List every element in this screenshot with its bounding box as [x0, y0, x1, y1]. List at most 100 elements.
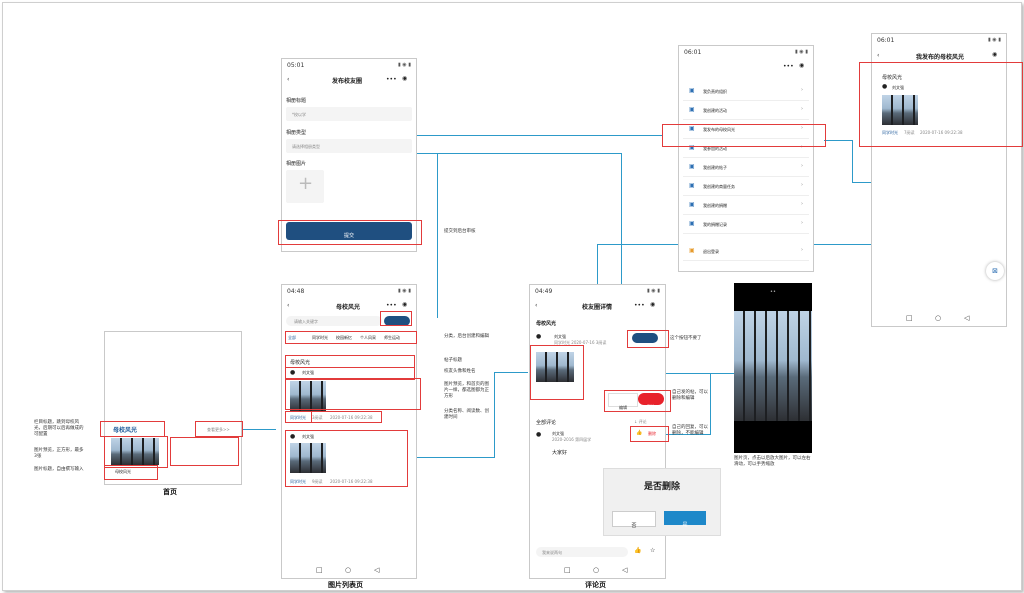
home-section-title[interactable]: 母校风光	[113, 427, 138, 434]
back-icon[interactable]: ‹	[877, 52, 880, 59]
menu-item-label: 我创建的活动	[703, 108, 727, 113]
star-icon[interactable]: ☆	[650, 547, 656, 554]
my-posts-page-mock: 06:01 ▮ ◉ ▮ ‹ 我发布的母校风光 ◉ 母校风光 ● 刘文强 同学时光…	[871, 33, 1007, 327]
category-tab[interactable]: 个人风采	[360, 335, 376, 340]
chevron-right-icon: ›	[801, 247, 803, 253]
status-time: 06:01	[684, 49, 702, 56]
post-author: 刘文强	[302, 370, 314, 375]
highlight-box	[530, 345, 584, 400]
page-title: 母校风光	[336, 304, 361, 311]
menu-item[interactable]: ▣我的捐赠记录›	[683, 217, 809, 234]
highlight-box	[278, 220, 422, 245]
comment-input[interactable]: 我来说两句	[536, 547, 628, 557]
highlight-box	[100, 421, 165, 437]
target-icon[interactable]: ◉	[799, 62, 805, 69]
target-icon[interactable]: ◉	[402, 301, 408, 308]
album-title-input[interactable]: *校以学	[286, 107, 412, 121]
post-date: 2020-07-16 09:22:38	[330, 415, 373, 420]
menu-item[interactable]: ▣我发布的母校风光›	[683, 122, 809, 139]
category-tab[interactable]: 校园新忆	[336, 335, 352, 340]
connector	[852, 182, 872, 183]
status-time: 04:48	[287, 288, 305, 295]
delete-button[interactable]: 删除	[638, 393, 664, 409]
annotation: 栏目标题，跳到母校风光，后期可以后再做成的可配置	[34, 420, 84, 437]
follow-label: 关注	[641, 344, 649, 349]
follow-button[interactable]: 关注	[632, 333, 658, 349]
fullscreen-image[interactable]	[734, 311, 812, 421]
post-date: 2020-07-16 09:22:38	[920, 130, 963, 135]
chevron-right-icon: ›	[801, 182, 803, 188]
dialog-yes-button[interactable]: 是	[664, 511, 706, 528]
menu-item[interactable]: ▣我创建的帖子›	[683, 160, 809, 177]
post-thumbnail[interactable]	[290, 443, 326, 473]
reply-sort[interactable]: ↓ 评论	[634, 419, 647, 424]
edit-button[interactable]: 编辑	[608, 393, 638, 410]
back-icon[interactable]: ‹	[535, 302, 538, 309]
more-icon[interactable]: •••	[386, 302, 397, 309]
submit-button[interactable]: 提交	[286, 222, 412, 240]
float-button[interactable]: ⊠	[986, 262, 1004, 280]
annotation: 图片预览，正方形，最多3张	[34, 448, 84, 459]
target-icon[interactable]: ◉	[402, 75, 408, 82]
post-tag: 同学时光	[882, 130, 898, 135]
category-tab[interactable]: 同学时光	[312, 335, 328, 340]
menu-item-icon: ▣	[689, 125, 695, 132]
target-icon[interactable]: ◉	[992, 51, 998, 58]
category-tab[interactable]: 师生运动	[384, 335, 400, 340]
back-icon[interactable]: ‹	[287, 76, 290, 83]
dialog-title: 是否删除	[644, 482, 681, 492]
category-tab[interactable]: 全部	[288, 335, 296, 340]
menu-item[interactable]: ▣我创建的商量任务›	[683, 179, 809, 196]
annotation: 图片页，点击以后放大图片，可以左右滑动，可以手势缩放	[734, 456, 811, 467]
status-icons: ▮ ◉ ▮	[397, 62, 411, 68]
menu-item-icon: ▣	[689, 220, 695, 227]
post-thumbnail[interactable]	[290, 381, 326, 411]
connector	[437, 153, 438, 318]
menu-item[interactable]: ▣我参加的活动›	[683, 141, 809, 158]
photo-list-page-mock: 04:48 ▮ ◉ ▮ ‹ 母校风光 ••• ◉ 请输入关键字 +发布 全部同学…	[281, 284, 417, 579]
status-time: 05:01	[287, 62, 305, 69]
home-more-link[interactable]: 查看更多>>	[207, 427, 230, 432]
field-label: 相册标题	[286, 98, 307, 104]
album-type-select[interactable]: 请选择相册类型	[286, 139, 412, 153]
more-icon[interactable]: •••	[634, 302, 645, 309]
like-icon[interactable]: 👍	[634, 547, 642, 554]
back-icon[interactable]: ‹	[287, 302, 290, 309]
publish-button[interactable]: +发布	[384, 316, 410, 332]
viewer-dots: ••	[770, 289, 776, 295]
post-title[interactable]: 母校风光	[290, 360, 311, 366]
more-icon[interactable]: •••	[783, 63, 794, 70]
menu-list: ▣我负责的组织› ▣ 我创建的活动 › ▣我发布的母校风光› ▣我参加的活动› ▣我创建的帖…	[679, 84, 813, 271]
highlight-box	[195, 421, 243, 437]
search-input[interactable]: 请输入关键字	[286, 316, 382, 326]
post-thumbnail[interactable]	[882, 95, 918, 125]
menu-item[interactable]: ▣我创建的捐赠›	[683, 198, 809, 215]
target-icon[interactable]: ◉	[650, 301, 656, 308]
page-title: 我发布的母校风光	[916, 54, 965, 61]
chevron-right-icon: ›	[801, 144, 803, 150]
menu-item[interactable]: ▣退出登录›	[683, 244, 809, 261]
comment-delete[interactable]: 删除	[648, 431, 656, 436]
menu-item[interactable]: ▣我创建的活动›	[683, 103, 809, 120]
post-title[interactable]: 母校风光	[882, 75, 903, 81]
image-viewer-mock: ••	[734, 283, 812, 453]
menu-item[interactable]: ▣我负责的组织›	[683, 84, 809, 101]
add-image-button[interactable]: +	[286, 170, 324, 203]
post-image[interactable]	[536, 352, 574, 382]
status-time: 04:49	[535, 288, 553, 295]
input-placeholder: *校以学	[292, 112, 306, 117]
chevron-right-icon: ›	[801, 106, 803, 112]
annotation: 自己发的帖，可以删除和编辑	[672, 390, 708, 401]
plus-icon: +	[298, 173, 314, 194]
more-icon[interactable]: •••	[386, 76, 397, 83]
comment-text: 大家好	[552, 450, 568, 456]
input-placeholder: 请选择相册类型	[292, 144, 320, 149]
field-label: 相册图片	[286, 161, 307, 167]
home-thumbnail[interactable]	[111, 438, 159, 465]
comments-label: 全部评论	[536, 420, 557, 426]
post-meta: 同学时光 2020-07-16 3阅读	[554, 340, 607, 345]
dialog-no-button[interactable]: 否	[612, 511, 656, 529]
thumbs-up-icon[interactable]: 👍	[636, 430, 643, 436]
